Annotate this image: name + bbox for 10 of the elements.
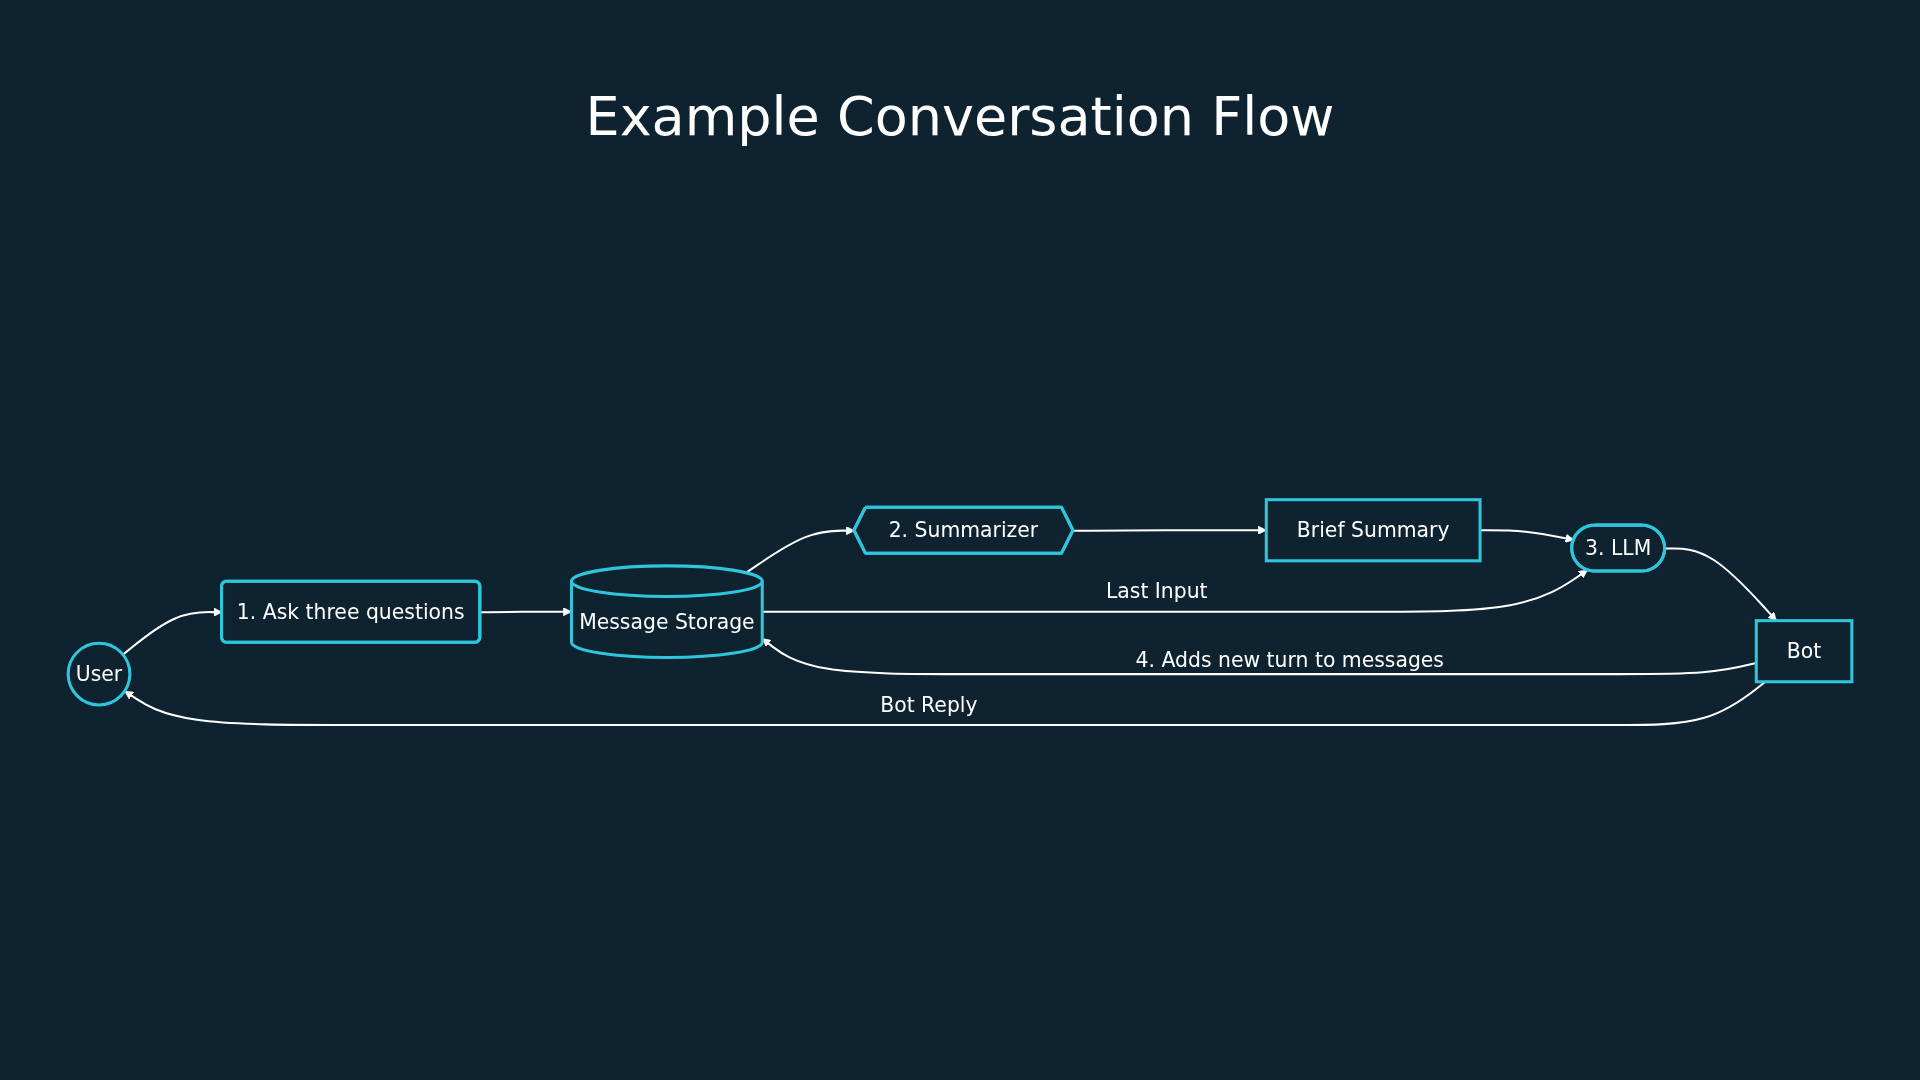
arrow: [762, 569, 1588, 613]
arrow: [480, 607, 572, 617]
node-box: Brief Summary: [1264, 498, 1482, 563]
diagram-title: Example Conversation Flow: [585, 85, 1335, 148]
node-circle: User: [66, 641, 132, 707]
edge-label: 4. Adds new turn to messages: [1135, 647, 1444, 673]
edge-label: Bot Reply: [880, 692, 978, 717]
edge-label: Last Input: [1105, 579, 1208, 604]
node-box: Bot: [1754, 619, 1854, 684]
arrow: [745, 526, 855, 574]
